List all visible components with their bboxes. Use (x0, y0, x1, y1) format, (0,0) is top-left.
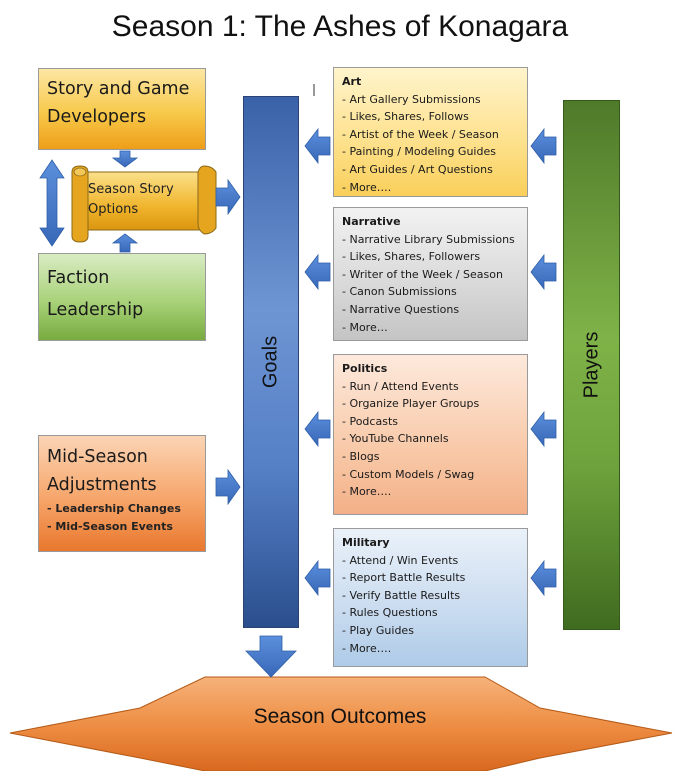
players-label: Players (580, 331, 602, 399)
arrow-left-icon (530, 410, 557, 448)
list-item: - Play Guides (342, 623, 414, 637)
list-item: - Canon Submissions (342, 285, 457, 299)
faction-leadership-box: Faction Leadership (38, 253, 206, 341)
season-story-options-label: Season Story Options (88, 180, 174, 220)
double-arrow-icon (39, 159, 65, 247)
scroll-line2: Options (88, 202, 139, 217)
list-item: - Writer of the Week / Season (342, 267, 503, 281)
goals-bar: Goals (243, 96, 299, 628)
list-item: - YouTube Channels (342, 432, 449, 446)
list-item: - Narrative Questions (342, 302, 460, 316)
developers-line1: Story and Game (47, 79, 190, 99)
page-title: Season 1: The Ashes of Konagara (111, 10, 569, 43)
politics-panel: Politics - Run / Attend Events - Organiz… (333, 354, 528, 515)
list-item: - Likes, Shares, Follows (342, 110, 469, 124)
arrow-down-icon (111, 150, 139, 168)
scroll-line1: Season Story (88, 182, 174, 197)
list-item: - Organize Player Groups (342, 397, 480, 411)
season-outcomes-label: Season Outcomes (253, 705, 427, 728)
arrow-left-icon (530, 559, 557, 597)
panel-title: Narrative (342, 215, 401, 228)
midseason-line2: Adjustments (47, 475, 157, 495)
list-item: - Artist of the Week / Season (342, 127, 499, 141)
panel-title: Politics (342, 362, 388, 375)
arrow-right-icon (215, 468, 241, 506)
arrow-left-icon (304, 410, 331, 448)
list-item: - More…. (342, 485, 392, 499)
arrow-left-icon (530, 127, 557, 165)
list-item: - Mid-Season Events (47, 520, 173, 533)
list-item: - Rules Questions (342, 606, 438, 620)
list-item: - Leadership Changes (47, 502, 181, 515)
arrow-left-icon (304, 559, 331, 597)
military-panel: Military - Attend / Win Events - Report … (333, 528, 528, 667)
list-item: - Podcasts (342, 414, 398, 428)
panel-title: Art (342, 75, 362, 88)
list-item: - Art Gallery Submissions (342, 92, 481, 106)
developers-line2: Developers (47, 107, 147, 127)
faction-line2: Leadership (47, 300, 144, 320)
list-item: - Narrative Library Submissions (342, 232, 515, 246)
list-item: - Painting / Modeling Guides (342, 145, 496, 159)
season-outcomes-shape (9, 676, 673, 771)
midseason-line1: Mid-Season (47, 447, 148, 467)
list-item: - More… (342, 320, 388, 334)
list-item: - Run / Attend Events (342, 379, 459, 393)
faction-line1: Faction (47, 268, 110, 288)
players-bar: Players (563, 100, 620, 630)
list-item: - Blogs (342, 449, 380, 463)
arrow-left-icon (304, 127, 331, 165)
developers-box: Story and Game Developers (38, 68, 206, 150)
season-story-scroll-icon (71, 165, 217, 243)
narrative-panel: Narrative - Narrative Library Submission… (333, 207, 528, 341)
list-item: - More…. (342, 641, 392, 655)
art-panel: Art - Art Gallery Submissions - Likes, S… (333, 67, 528, 197)
list-item: - Likes, Shares, Followers (342, 250, 481, 264)
list-item: - Attend / Win Events (342, 553, 459, 567)
list-item: - Art Guides / Art Questions (342, 162, 493, 176)
list-item: - Custom Models / Swag (342, 467, 475, 481)
arrow-down-icon (245, 635, 297, 678)
goals-label: Goals (259, 335, 282, 389)
list-item: - Verify Battle Results (342, 588, 461, 602)
list-item: - Report Battle Results (342, 571, 466, 585)
panel-title: Military (342, 536, 390, 549)
list-item: - More…. (342, 180, 392, 194)
arrow-right-icon (215, 178, 241, 216)
mid-season-adjustments-box: Mid-Season Adjustments - Leadership Chan… (38, 435, 206, 552)
arrow-left-icon (304, 253, 331, 291)
arrow-up-icon (111, 233, 139, 253)
arrow-left-icon (530, 253, 557, 291)
